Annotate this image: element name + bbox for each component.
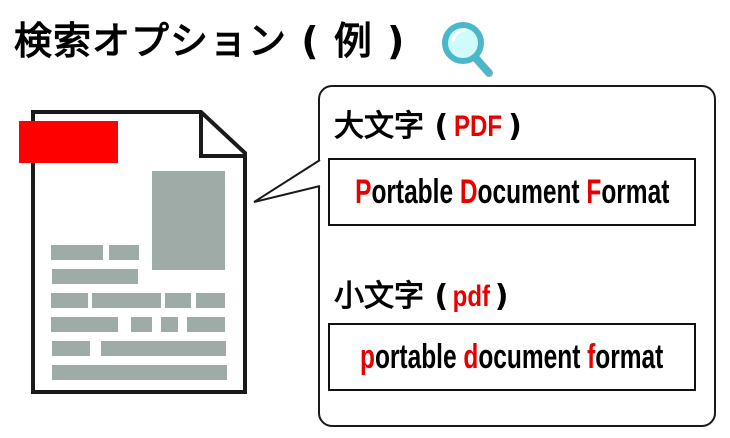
- lowercase-heading: 小文字 (pdf): [334, 277, 509, 317]
- uppercase-phrase: Portable Document Format: [355, 173, 669, 212]
- document-icon: [19, 110, 247, 394]
- lowercase-label: 小文字 (: [334, 279, 449, 314]
- word-rest: ocument: [477, 172, 580, 211]
- lowercase-acronym: pdf: [452, 280, 491, 313]
- initial-f: f: [587, 337, 596, 376]
- initial-p: P: [354, 172, 372, 211]
- lowercase-phrase-box: portable document format: [328, 323, 696, 391]
- word-rest: ormat: [601, 172, 670, 211]
- magnifier-icon: [442, 22, 493, 77]
- callout-tail: [253, 159, 321, 203]
- uppercase-acronym: PDF: [454, 110, 503, 143]
- word-rest: ocument: [478, 337, 581, 376]
- callout-bubble: 大文字 (PDF) Portable Document Format 小文字 (…: [318, 85, 716, 427]
- initial-d: d: [463, 337, 479, 376]
- word-rest: ortable: [371, 172, 453, 211]
- uppercase-phrase-box: Portable Document Format: [328, 158, 696, 226]
- word-rest: ormat: [595, 337, 664, 376]
- uppercase-label: 大文字 (: [334, 109, 449, 144]
- word-rest: ortable: [375, 337, 457, 376]
- uppercase-heading: 大文字 (PDF): [334, 107, 522, 147]
- lowercase-label-close: ): [494, 279, 509, 314]
- initial-d: D: [459, 172, 478, 211]
- initial-p: p: [360, 337, 376, 376]
- uppercase-label-close: ): [508, 109, 522, 144]
- document-header-block: [19, 121, 118, 163]
- page-title: 検索オプション ( 例 ): [14, 19, 406, 63]
- initial-f: F: [586, 172, 602, 211]
- lowercase-phrase: portable document format: [360, 338, 663, 377]
